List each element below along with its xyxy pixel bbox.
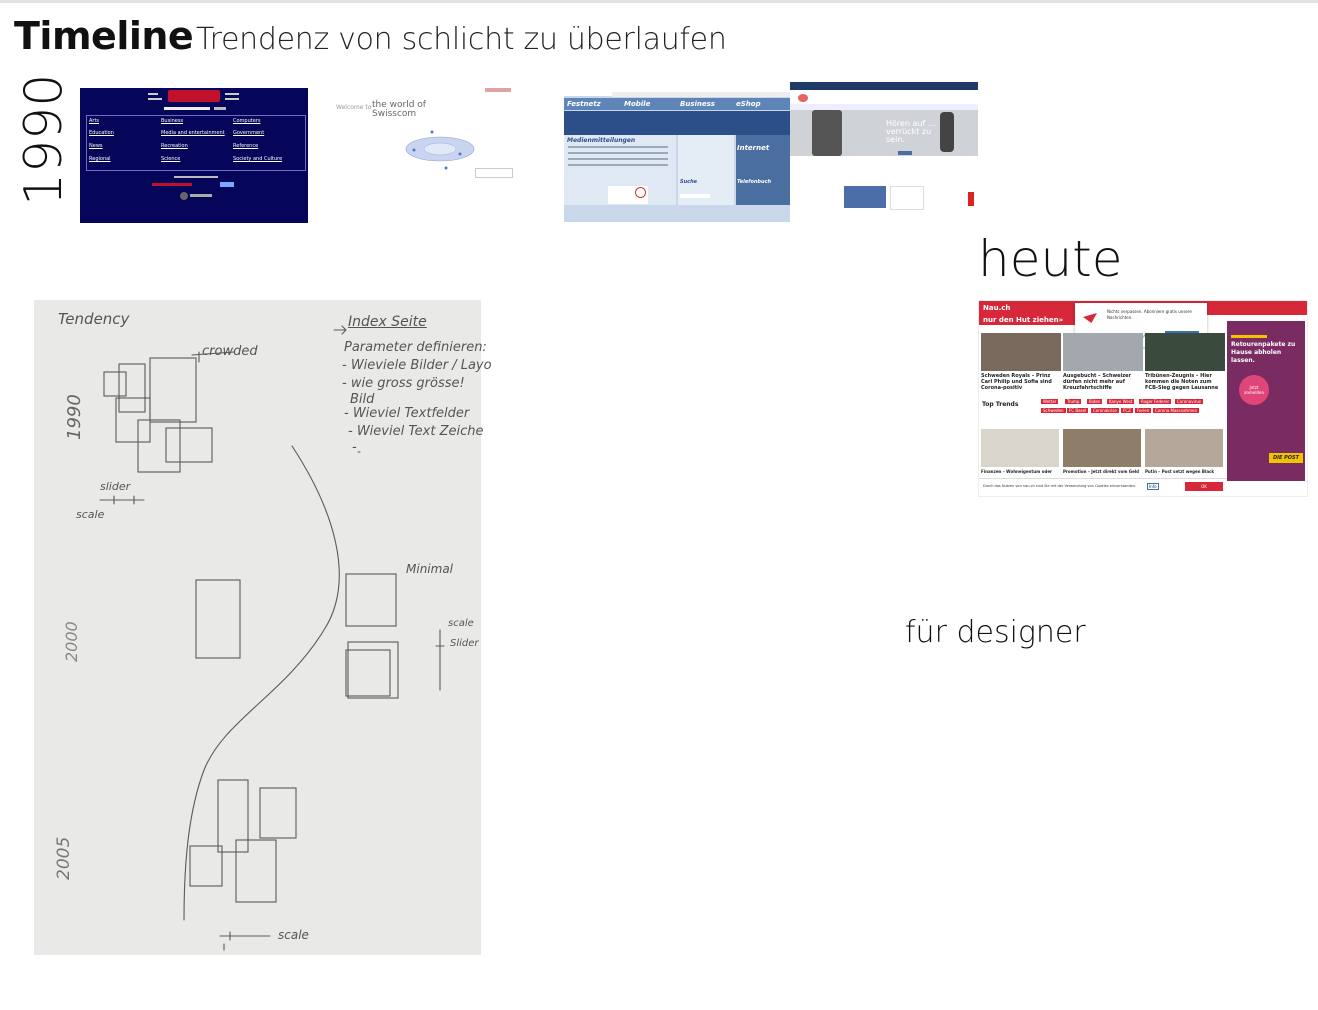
tab-business[interactable]: Business (680, 100, 715, 108)
post-ad[interactable]: Retourenpakete zu Hause abholen lassen. … (1227, 321, 1305, 481)
cookie-info-link[interactable]: Info (1147, 483, 1159, 490)
top-divider (0, 0, 1318, 3)
category-education[interactable]: Education (89, 130, 114, 136)
sketch-title: Tendency (58, 310, 130, 328)
sketch-crowded: crowded (202, 344, 258, 359)
swiss-logo (168, 90, 220, 102)
screenshot-today: Nau.ch nur den Hut ziehen» Nichts verpas… (978, 300, 1308, 497)
cookie-ok-button[interactable]: OK (1185, 482, 1223, 491)
news-title: Medienmitteilungen (567, 137, 636, 144)
sketch-note-5: - Wieviel Textfelder (344, 406, 470, 421)
news-photo-1 (981, 333, 1061, 371)
sketch-note-1: Parameter definieren: (344, 340, 487, 355)
sketch-scale-right: scale (448, 618, 474, 629)
sketch-slider: slider (100, 480, 131, 493)
category-business[interactable]: Business (161, 118, 184, 124)
designer-label: für designer (905, 615, 1086, 650)
category-government[interactable]: Government (233, 130, 265, 136)
telefonbuch-label: Telefonbuch (737, 179, 772, 185)
sketch-drawing (99, 325, 445, 951)
category-media[interactable]: Media and entertainment (161, 130, 225, 136)
screenshot-world-of-swisscom: Welcome to the world of Swisscom (330, 86, 515, 182)
tag-5[interactable]: Roger Federer (1139, 399, 1172, 404)
tag-7[interactable]: Schweden (1041, 408, 1066, 413)
hero-text: Hören auf ... verrückt zu sein. (886, 119, 936, 144)
category-reference[interactable]: Reference (233, 143, 259, 149)
headline-1[interactable]: Schweden Royals – Prinz Carl Philip und … (981, 373, 1052, 391)
top-trends-label: Top Trends (982, 401, 1019, 408)
tab-mobile[interactable]: Mobile (624, 100, 651, 108)
headline-2[interactable]: Ausgebucht – Schweizer dürfen nicht mehr… (1063, 373, 1132, 391)
bottom-headline-1[interactable]: Finanzen – Wohneigentum oder (981, 469, 1053, 474)
sketch-note-3: - wie gross grösse! (342, 376, 465, 391)
sketch-year-2000: 2000 (62, 621, 81, 662)
tag-3[interactable]: Biden (1087, 399, 1103, 404)
sketch-year-2005: 2005 (54, 836, 74, 880)
sketch-note-2: - Wieviele Bilder / Layo (342, 358, 492, 373)
suche-label: Suche (680, 179, 698, 185)
sketch-scale-bottom: scale (278, 928, 309, 942)
news-photo-4 (981, 429, 1059, 467)
sketch-scale: scale (76, 508, 105, 521)
sketch-index: Index Seite (348, 314, 427, 330)
sketch-note-7: - (352, 440, 357, 455)
tag-9[interactable]: Coronakrise (1091, 408, 1119, 413)
brand-text: the world of Swisscom (372, 100, 426, 119)
tendency-sketch: Tendency crowded Index Seite Parameter d… (34, 300, 492, 955)
cookie-text: Durch das Nutzen von nau.ch sind Sie mit… (983, 484, 1137, 488)
sketch-note-6: - Wieviel Text Zeiche (348, 424, 484, 439)
ad-title: Retourenpakete zu Hause abholen lassen. (1231, 341, 1296, 364)
sketch-note-4: Bild (350, 392, 375, 407)
category-science[interactable]: Science (161, 156, 181, 162)
post-logo: DIE POST (1269, 453, 1303, 463)
year-1990-label: 1990 (14, 73, 74, 206)
cookie-bar: Durch das Nutzen von nau.ch sind Sie mit… (979, 478, 1227, 495)
tab-eshop[interactable]: eShop (736, 100, 761, 108)
sketch-slider-right: Slider (450, 638, 479, 649)
tag-12[interactable]: Corona Massnahmen (1153, 408, 1199, 413)
tab-festnetz[interactable]: Festnetz (567, 100, 601, 108)
page-subtitle: Trendenz von schlicht zu überlaufen (196, 22, 727, 57)
banner-text: nur den Hut ziehen» (983, 316, 1064, 324)
globe-graphic (405, 130, 475, 170)
tag-6[interactable]: Coronavirus (1175, 399, 1203, 404)
welcome-text: Welcome to (336, 104, 372, 111)
category-recreation[interactable]: Recreation (161, 143, 188, 149)
tag-11[interactable]: Ferien (1135, 408, 1152, 413)
category-society[interactable]: Society and Culture (233, 156, 283, 162)
nau-logo[interactable]: Nau.ch (983, 304, 1011, 312)
page-title: Timeline (14, 14, 194, 58)
sketch-minimal: Minimal (406, 562, 454, 576)
internet-label: Internet (737, 144, 770, 152)
category-grid: Arts Business Computers Education Media … (86, 115, 306, 171)
trend-tags: Wetter Trump Biden Kanye West Roger Fede… (1041, 399, 1221, 419)
tag-1[interactable]: Wetter (1041, 399, 1059, 404)
news-photo-6 (1145, 429, 1223, 467)
bottom-headline-2[interactable]: Promotion – Jetzt direkt vom Geld (1063, 469, 1140, 474)
news-photo-3 (1145, 333, 1225, 371)
tag-2[interactable]: Trump (1065, 399, 1082, 404)
screenshot-2000: Festnetz Mobile Business eShop Medienmit… (564, 86, 792, 222)
category-computers[interactable]: Computers (233, 118, 261, 124)
today-label: heute (978, 230, 1123, 288)
news-photo-2 (1063, 333, 1143, 371)
screenshot-2005: Hören auf ... verrückt zu sein. (790, 82, 978, 222)
category-news[interactable]: News (89, 143, 103, 149)
tag-10[interactable]: FCZ (1121, 408, 1133, 413)
news-photo-5 (1063, 429, 1141, 467)
screenshot-1990: Arts Business Computers Education Media … (80, 88, 308, 223)
tag-8[interactable]: FC Basel (1067, 408, 1089, 413)
category-regional[interactable]: Regional (89, 156, 111, 162)
headline-3[interactable]: Tribünen-Zeugnis – Hier kommen die Noten… (1145, 373, 1219, 391)
category-arts[interactable]: Arts (89, 118, 100, 124)
ad-badge: Jetzt anmelden (1244, 385, 1264, 395)
notification-text: Nichts verpassen. Abonniere gratis unser… (1107, 309, 1192, 320)
tag-4[interactable]: Kanye West (1107, 399, 1135, 404)
bottom-headline-3[interactable]: Putin – Post setzt wegen Black (1145, 469, 1215, 474)
sketch-year-1990: 1990 (64, 394, 85, 440)
